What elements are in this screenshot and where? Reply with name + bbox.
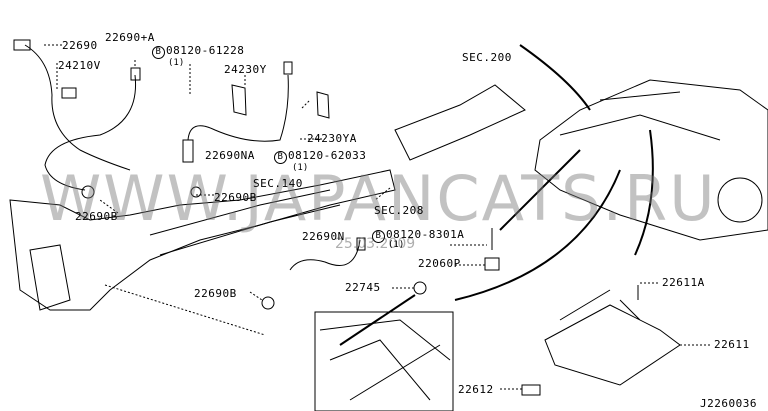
label-22690n: 22690N	[302, 230, 345, 243]
bracket-24230ya	[316, 91, 330, 119]
car-hood	[559, 91, 721, 141]
connector-24230y	[283, 61, 293, 75]
label-22690na: 22690NA	[205, 149, 255, 162]
connector-22690	[13, 39, 31, 51]
label-22060p: 22060P	[418, 257, 461, 270]
label-22690b-3: 22690B	[194, 287, 237, 300]
connector-22690n	[356, 237, 366, 251]
connector-22690a	[130, 67, 141, 81]
label-22745: 22745	[345, 281, 381, 294]
harness-22690n	[289, 239, 361, 271]
label-bolt2-qty: (1)	[292, 163, 309, 173]
label-22612: 22612	[458, 383, 494, 396]
sensor-24210v	[61, 87, 77, 99]
label-24210v: 24210V	[58, 59, 101, 72]
leader-lines	[44, 44, 710, 390]
muffler-sec200	[394, 84, 526, 161]
gasket-22690b	[261, 296, 275, 310]
ecm-bracket-22611	[544, 289, 681, 386]
catalyst	[29, 244, 71, 311]
inset-detail	[319, 319, 451, 401]
label-22611: 22611	[714, 338, 750, 351]
label-22690b-1: 22690B	[75, 210, 118, 223]
car-wheel	[717, 177, 763, 223]
bolt-symbol: B	[274, 151, 287, 164]
watermark: WWW.JAPANCATS.RU	[40, 162, 717, 235]
label-sec-200: SEC.200	[462, 51, 512, 64]
bolt-symbol: B	[152, 46, 165, 59]
arrow-to-cap	[339, 294, 416, 346]
knock-sensor-22060p	[484, 257, 500, 271]
label-22611a: 22611A	[662, 276, 705, 289]
harness-22690a	[44, 74, 137, 191]
label-bolt1-qty: (1)	[168, 58, 185, 68]
cap-22745	[413, 281, 427, 295]
bolt-part-number: 08120-61228	[166, 44, 245, 57]
label-22690b-2: 22690B	[214, 191, 257, 204]
label-22690-a: 22690+A	[105, 31, 155, 44]
inset-box	[314, 311, 454, 411]
bolt-part-number: 08120-62033	[288, 149, 367, 162]
watermark-date: 25.03.2009	[335, 236, 416, 252]
arrow-to-knock	[499, 149, 581, 231]
gasket-22690b-3	[190, 186, 202, 198]
gasket-22690b-2	[81, 185, 95, 199]
arrow-to-sec200	[519, 44, 591, 111]
bracket-24230y	[231, 84, 247, 116]
clip-22612	[521, 384, 541, 396]
exhaust-manifold	[9, 169, 396, 311]
diagram-id: J2260036	[700, 397, 757, 410]
label-22690: 22690	[62, 39, 98, 52]
label-sec-140: SEC.140	[253, 177, 303, 190]
arrow-to-ecm	[634, 129, 654, 256]
label-bolt3-qty: (1)	[388, 240, 405, 250]
harness-22690na	[187, 74, 289, 142]
label-sec-208: SEC.208	[374, 204, 424, 217]
label-24230ya: 24230YA	[307, 132, 357, 145]
car-body	[534, 79, 768, 241]
sensor-22690na	[182, 139, 194, 163]
bolt-part-number: 08120-8301A	[386, 228, 465, 241]
exhaust-pipe	[149, 189, 341, 256]
bolt-symbol: B	[372, 230, 385, 243]
label-24230y: 24230Y	[224, 63, 267, 76]
arrow-to-inset	[454, 169, 621, 301]
harness-22690	[24, 44, 131, 171]
